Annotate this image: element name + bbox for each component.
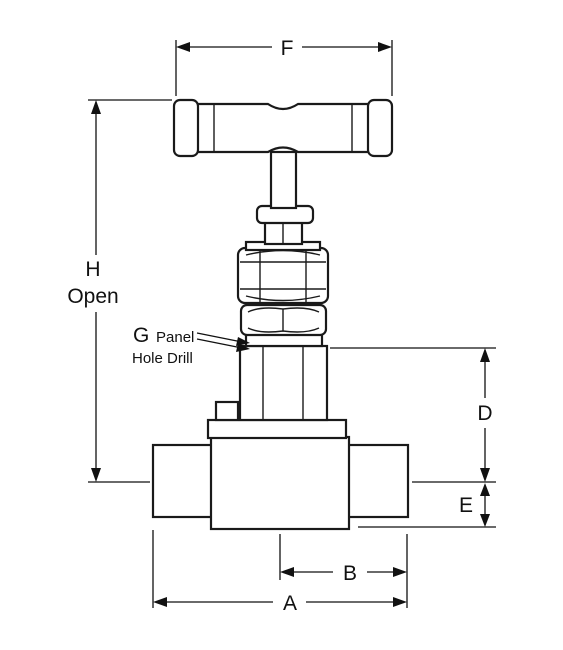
right-port xyxy=(346,443,410,519)
valve-body xyxy=(209,435,351,531)
label-e: E xyxy=(459,494,473,517)
label-d: D xyxy=(477,402,492,425)
label-g-hole-drill: Hole Drill xyxy=(132,350,193,367)
label-f: F xyxy=(281,37,294,60)
handle-cap-left xyxy=(172,98,200,158)
bonnet-plate xyxy=(206,418,348,440)
valve-body-group xyxy=(151,98,410,531)
handle-shaft xyxy=(269,150,298,210)
lock-tab xyxy=(214,400,240,422)
t-handle-bar xyxy=(194,102,372,154)
label-g: G xyxy=(133,324,149,347)
label-h: H xyxy=(85,258,100,281)
label-b: B xyxy=(343,562,357,585)
left-port xyxy=(151,443,215,519)
handle-cap-right xyxy=(366,98,394,158)
dimension-lines xyxy=(88,40,496,608)
label-h-open: Open xyxy=(67,285,118,308)
label-g-panel: Panel xyxy=(156,329,194,346)
lower-hex-bonnet xyxy=(238,344,329,422)
dimension-labels: F H Open G Panel Hole Drill D E B A xyxy=(67,37,492,615)
label-a: A xyxy=(283,592,297,615)
packing-nut xyxy=(236,246,330,305)
